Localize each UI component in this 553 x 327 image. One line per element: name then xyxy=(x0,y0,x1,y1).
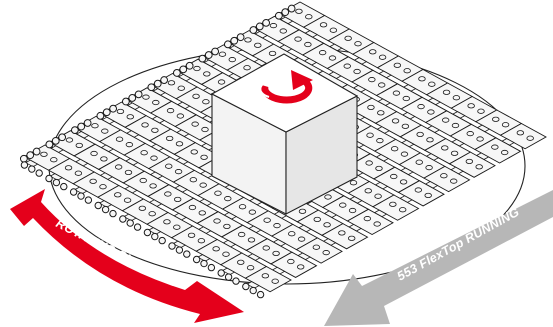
edge-knuckle xyxy=(186,62,193,69)
edge-knuckle xyxy=(218,270,224,276)
edge-knuckle xyxy=(176,247,182,253)
edge-knuckle xyxy=(46,175,52,181)
edge-knuckle xyxy=(184,251,190,257)
edge-knuckle xyxy=(257,291,263,297)
edge-knuckle xyxy=(103,109,110,116)
edge-knuckle xyxy=(233,278,239,284)
edge-knuckle xyxy=(275,12,282,19)
edge-knuckle xyxy=(33,148,40,155)
edge-knuckle xyxy=(205,52,212,59)
edge-knuckle xyxy=(201,260,207,266)
edge-knuckle xyxy=(212,48,219,55)
edge-knuckle xyxy=(231,37,238,44)
edge-knuckle xyxy=(27,152,34,159)
edge-knuckle xyxy=(127,220,133,226)
edge-knuckle xyxy=(243,283,249,289)
edge-knuckle xyxy=(52,137,59,144)
edge-knuckle xyxy=(78,123,85,130)
edge-knuckle xyxy=(199,55,206,62)
edge-knuckle xyxy=(134,224,140,230)
edge-knuckle xyxy=(135,91,142,98)
edge-knuckle xyxy=(180,66,187,73)
edge-knuckle xyxy=(36,170,42,176)
edge-knuckle xyxy=(85,197,91,203)
edge-knuckle xyxy=(148,84,155,91)
edge-knuckle xyxy=(250,27,257,34)
edge-knuckle xyxy=(110,105,117,112)
edge-knuckle xyxy=(97,112,104,119)
edge-knuckle xyxy=(144,229,150,235)
edge-knuckle xyxy=(193,256,199,262)
edge-knuckle xyxy=(224,41,231,48)
edge-knuckle xyxy=(256,23,263,30)
edge-knuckle xyxy=(29,166,35,172)
edge-knuckle xyxy=(70,189,76,195)
edge-knuckle xyxy=(152,233,158,239)
edge-knuckle xyxy=(154,80,161,87)
edge-knuckle xyxy=(208,264,214,270)
edge-knuckle xyxy=(20,155,27,162)
running-direction-label: 553 FlexTop RUNNING xyxy=(395,205,522,284)
edge-knuckle xyxy=(59,134,66,141)
edge-knuckle xyxy=(173,70,180,77)
edge-knuckle xyxy=(84,120,91,127)
edge-knuckle xyxy=(169,243,175,249)
edge-knuckle xyxy=(288,5,295,12)
edge-knuckle xyxy=(78,193,84,199)
edge-knuckle xyxy=(120,216,126,222)
edge-knuckle xyxy=(159,237,165,243)
edge-knuckle xyxy=(71,127,78,134)
edge-knuckle xyxy=(21,162,27,168)
edge-knuckle xyxy=(129,95,136,102)
edge-knuckle xyxy=(102,206,108,212)
edge-knuckle xyxy=(237,34,244,41)
edge-knuckle xyxy=(61,183,67,189)
edge-knuckle xyxy=(282,9,289,16)
edge-knuckle xyxy=(53,179,59,185)
edge-knuckle xyxy=(161,77,168,84)
edge-knuckle xyxy=(95,202,101,208)
edge-knuckle xyxy=(110,210,116,216)
edge-knuckle xyxy=(250,287,256,293)
edge-knuckle xyxy=(225,274,231,280)
edge-knuckle xyxy=(122,98,129,105)
edge-knuckle xyxy=(263,19,270,26)
edge-knuckle xyxy=(46,141,53,148)
